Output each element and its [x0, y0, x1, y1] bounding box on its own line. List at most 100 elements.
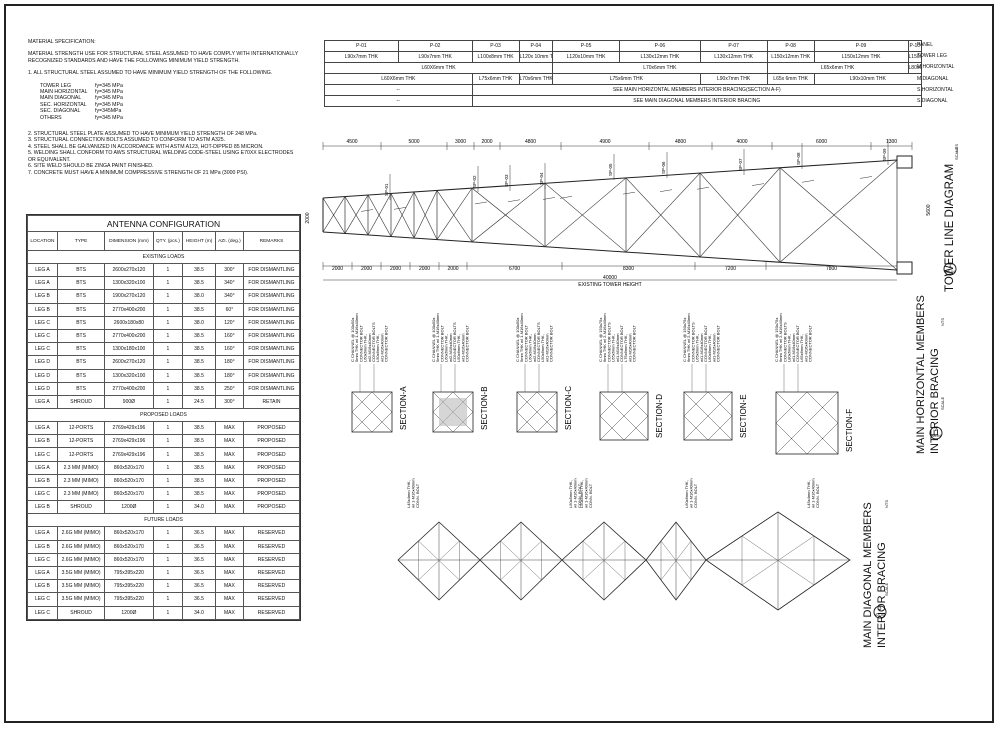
table-cell: 24.5	[182, 394, 216, 410]
table-cell: LEG B	[27, 473, 58, 489]
antenna-table-title: ANTENNA CONFIGURATION	[27, 215, 300, 232]
panel-cell: L65x 6mm THK	[766, 73, 815, 85]
table-cell: 1300x320x100	[104, 276, 154, 291]
table-cell: BTS	[56, 368, 106, 383]
spec-note: 4. STEEL SHALL BE GALVANIZED IN ACCORDAN…	[28, 143, 264, 150]
table-cell: 300°	[214, 262, 244, 278]
table-cell: 38.5	[182, 421, 216, 436]
table-cell: 38.5	[182, 262, 216, 278]
table-cell: 38.5	[182, 355, 216, 370]
tower-diagram-title: TOWER LINE DIAGRAM	[944, 163, 956, 292]
drawing-sheet	[4, 4, 994, 723]
table-cell: LEG D	[27, 368, 58, 383]
member-name: TOWER LEG	[40, 82, 72, 89]
table-cell: 38.5	[182, 368, 216, 383]
table-cell: LEG A	[27, 276, 58, 291]
table-cell: BTS	[56, 328, 106, 344]
table-cell: 2.3 MM (MIMO)	[56, 486, 106, 502]
strength-value: fy=345 MPa	[95, 101, 123, 108]
table-cell: 12-PORTS	[56, 447, 106, 462]
table-cell: 2.3 MM (MIMO)	[56, 473, 106, 489]
table-cell: 160°	[214, 328, 244, 344]
table-cell: 340°	[214, 276, 244, 291]
spec-note: 7. CONCRETE MUST HAVE A MINIMUM COMPRESS…	[28, 169, 249, 176]
table-cell: 2.6G MM (MIMO)	[56, 552, 106, 567]
panel-cell: L120x 10mm THK	[518, 51, 554, 63]
table-cell: 38.5	[182, 381, 216, 396]
table-cell: LEG B	[27, 289, 58, 304]
column-header: LOCATION	[27, 231, 58, 251]
panel-cell: L120x10mm THK	[552, 51, 621, 63]
row-label: S.DIAGONAL	[917, 98, 948, 104]
table-cell: 60°	[214, 302, 244, 317]
table-cell: LEG A	[27, 460, 58, 475]
table-cell: PROPOSED	[242, 421, 301, 436]
table-cell: RESERVED	[242, 539, 301, 554]
table-cell: 1	[152, 592, 184, 607]
table-cell: 2.6G MM (MIMO)	[56, 526, 106, 541]
table-cell: SHROUD	[56, 500, 106, 515]
panel-cell: --	[324, 84, 473, 96]
table-cell: MAX	[214, 500, 244, 515]
table-cell: 1	[152, 421, 184, 436]
table-cell: LEG D	[27, 381, 58, 396]
table-cell: 900Ø	[104, 394, 154, 410]
table-cell: 36.5	[182, 565, 216, 581]
table-cell: 1200Ø	[104, 500, 154, 515]
panel-cell: L100x8mm THK	[471, 51, 520, 63]
table-cell: 2600x180x80	[104, 315, 154, 330]
table-cell: 860x520x170	[104, 552, 154, 567]
panel-cell: L70x6mm THK	[518, 73, 554, 85]
table-cell: FOR DISMANTLING	[242, 262, 301, 278]
column-header: DIMENSION (mm)	[104, 231, 154, 251]
row-label: M.HORIZONTAL	[917, 64, 955, 71]
table-cell: 38.5	[182, 434, 216, 449]
table-cell: 180°	[214, 355, 244, 370]
table-cell: PROPOSED	[242, 500, 301, 515]
spec-note: 6. SITE WELD SHOULD BE ZINGA PAINT FINIS…	[28, 163, 154, 170]
column-header: AZI. (deg.)	[214, 231, 244, 251]
table-cell: 1	[152, 565, 184, 581]
table-cell: 1	[152, 355, 184, 370]
member-name: SEC. DIAGONAL	[40, 108, 81, 115]
table-cell: LEG C	[27, 605, 58, 620]
table-cell: RESERVED	[242, 579, 301, 594]
table-cell: 860x520x170	[104, 460, 154, 475]
table-cell: 34.0	[182, 500, 216, 515]
table-cell: 36.5	[182, 592, 216, 607]
table-cell: RESERVED	[242, 565, 301, 581]
table-cell: 1	[152, 526, 184, 541]
table-cell: MAX	[214, 434, 244, 449]
table-cell: 36.5	[182, 552, 216, 567]
panel-cell: L130x12mm THK	[699, 51, 768, 63]
table-cell: 1	[152, 473, 184, 489]
table-cell: 38.5	[182, 486, 216, 502]
table-cell: 38.5	[182, 302, 216, 317]
table-cell: 2769x429x196	[104, 421, 154, 436]
panel-cell: P-08	[766, 40, 815, 52]
table-cell: 1	[152, 447, 184, 462]
panel-cell: P-03	[471, 40, 520, 52]
table-cell: 2770x400x200	[104, 381, 154, 396]
table-cell: 12-PORTS	[56, 434, 106, 449]
spec-title: MATERIAL SPECIFICATION:	[28, 39, 96, 45]
